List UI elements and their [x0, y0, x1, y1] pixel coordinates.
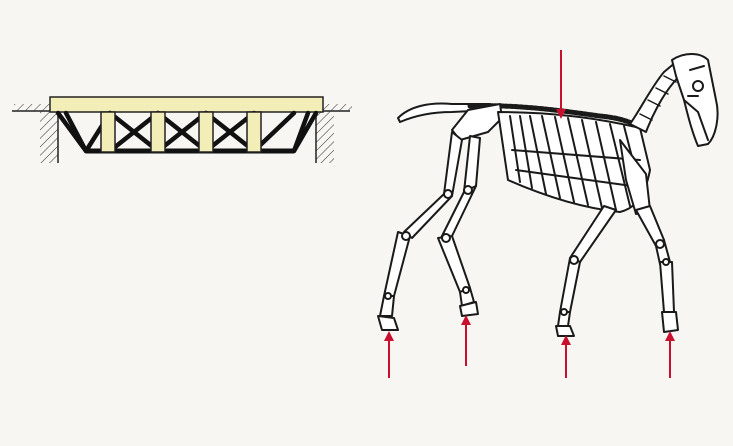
vertical-strut	[247, 112, 261, 152]
horse-skeleton-diagram	[378, 54, 718, 336]
vertical-strut	[151, 112, 165, 152]
eye-socket	[693, 81, 703, 91]
vertical-strut	[199, 112, 213, 152]
bridge-deck	[50, 97, 323, 112]
hind-hoof	[378, 316, 398, 330]
hind-cannon	[384, 232, 410, 296]
fore-hoof	[662, 312, 678, 332]
hind-femur	[444, 132, 462, 196]
truss-diagonals	[58, 113, 316, 151]
vertical-strut	[101, 112, 115, 152]
hind-femur-2	[464, 136, 480, 192]
fore-hoof-2	[556, 326, 574, 336]
right-abutment	[314, 104, 352, 163]
fore-cannon-2	[560, 258, 580, 312]
hind-cannon-2	[438, 236, 470, 292]
fore-cannon	[660, 262, 674, 312]
left-abutment	[12, 104, 60, 163]
fore-radius-2	[570, 206, 616, 262]
truss-bridge-diagram	[12, 97, 352, 163]
